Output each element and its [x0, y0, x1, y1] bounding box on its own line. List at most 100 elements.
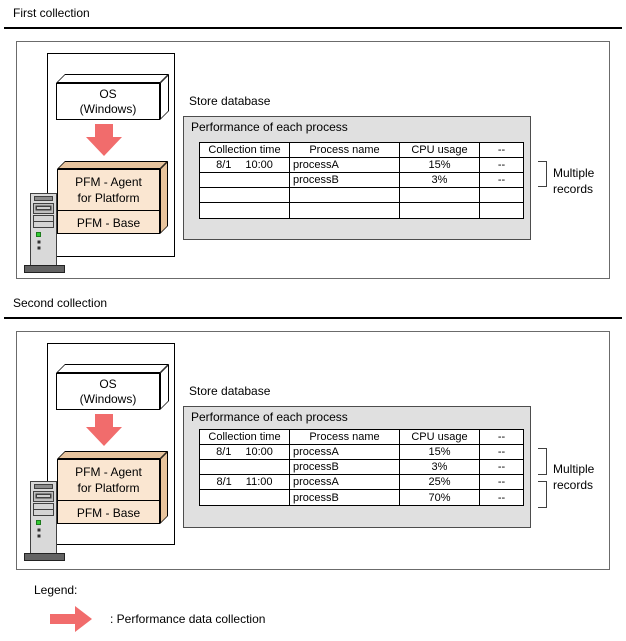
cell-cpu-usage [400, 188, 480, 203]
note-line1: Multiple [553, 166, 595, 180]
cell-collection-time [200, 460, 290, 475]
cell-process-name [290, 188, 400, 203]
cell-cpu-usage: 25% [400, 475, 480, 490]
cell-etc: -- [480, 475, 523, 490]
column-header-cpu-usage: CPU usage [400, 430, 480, 445]
cell-cpu-usage [400, 203, 480, 218]
cell-time: 10:00 [245, 446, 273, 458]
os-label-line2: (Windows) [79, 391, 137, 406]
table-title: Performance of each process [191, 120, 348, 134]
pfm-agent-section: PFM - Agent for Platform [58, 170, 159, 211]
os-box-front: OS (Windows) [56, 83, 160, 120]
column-header-process-name: Process name [290, 430, 400, 445]
box-top-face [57, 161, 168, 169]
box-side-face [160, 161, 168, 234]
section-title-first: First collection [13, 6, 90, 20]
cell-collection-time [200, 490, 290, 505]
os-label-line2: (Windows) [79, 101, 137, 116]
section-title-second: Second collection [13, 296, 108, 310]
cell-collection-time [200, 203, 290, 218]
multiple-records-note: Multiple records [553, 461, 594, 493]
table-title: Performance of each process [191, 410, 348, 424]
store-database-label: Store database [189, 94, 271, 108]
os-box: OS (Windows) [56, 364, 169, 410]
pfm-base-section: PFM - Base [58, 501, 159, 525]
cell-etc [480, 188, 523, 203]
note-line2: records [553, 478, 594, 492]
cell-time: 11:00 [245, 476, 273, 488]
legend-title: Legend: [34, 583, 78, 597]
cell-collection-time: 8/1 10:00 [200, 445, 290, 460]
pfm-box-front: PFM - Agent for Platform PFM - Base [57, 459, 160, 524]
cell-etc: -- [480, 445, 523, 460]
cell-etc [480, 203, 523, 218]
cell-date: 8/1 [216, 159, 232, 171]
os-box-front: OS (Windows) [56, 373, 160, 410]
pfm-agent-section: PFM - Agent for Platform [58, 460, 159, 501]
store-database-label: Store database [189, 384, 271, 398]
pfm-agent-line2: for Platform [77, 481, 140, 495]
cell-collection-time [200, 188, 290, 203]
cell-collection-time: 8/1 11:00 [200, 475, 290, 490]
cell-cpu-usage: 3% [400, 173, 480, 188]
os-label-line1: OS [99, 86, 117, 101]
pfm-agent-line1: PFM - Agent [75, 175, 142, 189]
box-top-face [56, 364, 169, 373]
server-icon [24, 193, 65, 273]
record-bracket [538, 161, 547, 187]
pfm-box: PFM - Agent for Platform PFM - Base [57, 161, 168, 234]
column-header-etc: -- [480, 143, 523, 158]
box-side-face [160, 74, 169, 120]
cell-cpu-usage: 3% [400, 460, 480, 475]
cell-etc: -- [480, 460, 523, 475]
cell-process-name: processB [290, 460, 400, 475]
box-top-face [56, 74, 169, 83]
performance-table: Collection time Process name CPU usage -… [199, 429, 524, 506]
box-side-face [160, 451, 168, 524]
cell-process-name: processA [290, 158, 400, 173]
cell-process-name: processA [290, 475, 400, 490]
cell-cpu-usage: 15% [400, 158, 480, 173]
server-icon [24, 481, 65, 561]
os-label-line1: OS [99, 376, 117, 391]
record-bracket [538, 481, 547, 508]
cell-etc: -- [497, 491, 506, 504]
cell-process-name [290, 203, 400, 218]
note-line2: records [553, 182, 594, 196]
legend-label: : Performance data collection [110, 612, 266, 626]
cell-date: 8/1 [216, 446, 232, 458]
box-top-face [57, 451, 168, 459]
cell-collection-time [200, 173, 290, 188]
box-side-face [160, 364, 169, 410]
column-header-etc: -- [480, 430, 523, 445]
column-header-collection-time: Collection time [200, 143, 290, 158]
pfm-base-label: PFM - Base [76, 216, 141, 230]
performance-table: Collection time Process name CPU usage -… [199, 142, 524, 219]
pfm-agent-line1: PFM - Agent [75, 465, 142, 479]
cell-process-name: processB [290, 173, 400, 188]
column-header-cpu-usage: CPU usage [400, 143, 480, 158]
pfm-box: PFM - Agent for Platform PFM - Base [57, 451, 168, 524]
pfm-agent-line2: for Platform [77, 191, 140, 205]
pfm-box-front: PFM - Agent for Platform PFM - Base [57, 169, 160, 234]
cell-process-name: processA [290, 445, 400, 460]
pfm-base-label: PFM - Base [76, 506, 141, 520]
cell-collection-time: 8/1 10:00 [200, 158, 290, 173]
note-line1: Multiple [553, 462, 595, 476]
cell-date: 8/1 [216, 476, 232, 488]
title-rule [4, 317, 622, 319]
cell-process-name: processB [290, 490, 400, 505]
record-bracket [538, 448, 547, 475]
column-header-collection-time: Collection time [200, 430, 290, 445]
data-collection-arrow-icon [86, 414, 122, 446]
pfm-base-section: PFM - Base [58, 211, 159, 235]
cell-cpu-usage: 15% [400, 445, 480, 460]
title-rule [4, 27, 622, 29]
cell-time: 10:00 [245, 159, 273, 171]
data-collection-arrow-icon [86, 124, 122, 156]
legend-arrow-icon [50, 606, 92, 632]
multiple-records-note: Multiple records [553, 165, 594, 197]
cell-etc: -- [480, 158, 523, 173]
cell-cpu-usage: 70% [400, 490, 480, 505]
